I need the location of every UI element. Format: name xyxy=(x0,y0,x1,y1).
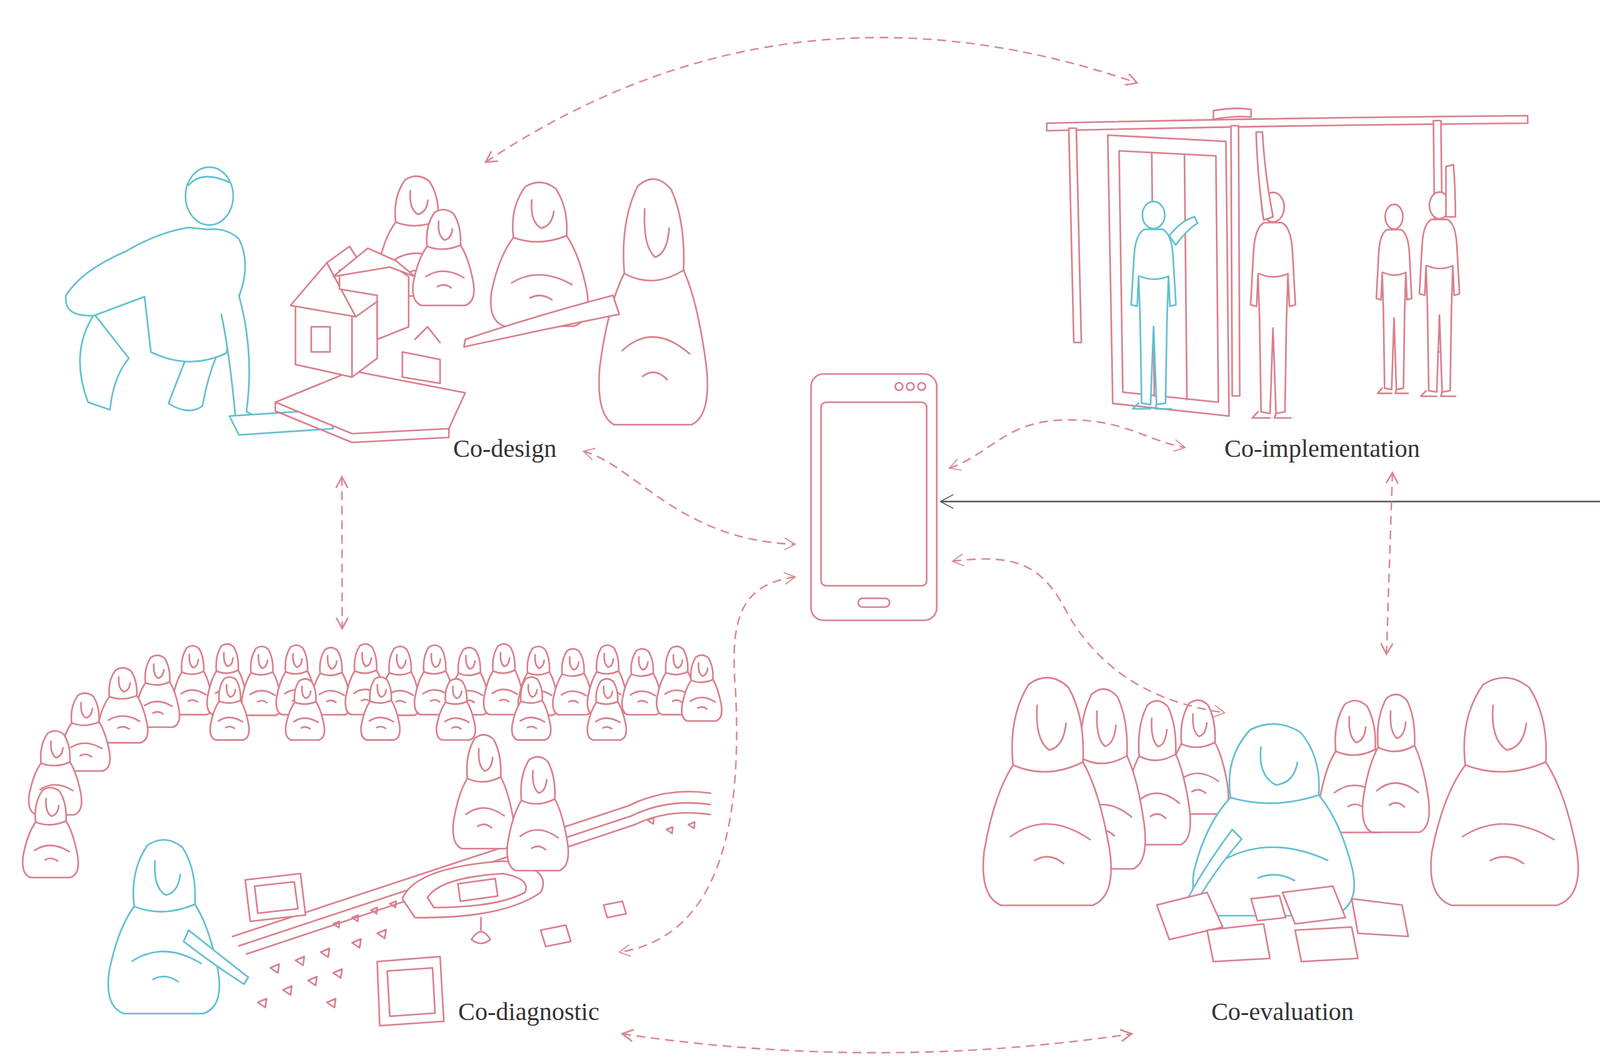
phone-part xyxy=(917,382,926,391)
co-implementation-scene-part xyxy=(1068,128,1082,343)
papers-part xyxy=(1251,895,1286,922)
house-model-part xyxy=(402,352,441,384)
co-implementation-scene-part xyxy=(1419,192,1460,397)
papers-part xyxy=(1351,899,1409,937)
co-design-scene-part xyxy=(463,295,620,348)
co-implementation-scene-part xyxy=(1107,135,1230,417)
co-implementation-scene-part xyxy=(1256,132,1274,221)
co-diagnostic-scene-part xyxy=(681,655,722,722)
scene-node: Co-evaluation xyxy=(969,663,1594,1032)
crouching-man-part xyxy=(66,227,246,363)
co-implementation-scene-part xyxy=(1230,125,1240,397)
ground-map-part xyxy=(540,901,627,947)
crouching-man-part xyxy=(188,176,230,186)
phone-links-part xyxy=(583,451,796,545)
co-diagnostic-scene-part xyxy=(507,756,569,871)
co-diagnostic-scene-part xyxy=(209,677,249,740)
co-implementation-scene-part xyxy=(1131,201,1176,410)
dashed-connector xyxy=(1386,472,1393,655)
co-design-scene-part xyxy=(413,209,475,306)
phone-links-part xyxy=(952,558,1225,713)
co-diagnostic-scene-part xyxy=(453,734,515,849)
papers-part xyxy=(1207,924,1270,962)
scene-node: Co-implementation xyxy=(1046,101,1526,464)
co-diagnostic-scene-part xyxy=(587,678,627,740)
co-diagnostic-scene-part xyxy=(97,668,148,744)
co-evaluation-scene-part xyxy=(1362,694,1429,833)
papers-part xyxy=(1282,886,1346,925)
co-design-scene-part xyxy=(491,182,589,327)
phone-links-part xyxy=(619,577,796,953)
ground-map-part xyxy=(427,873,527,908)
co-diagnostic-scene-part xyxy=(511,677,551,740)
phone-links-part xyxy=(940,501,1600,503)
house-model-part xyxy=(339,264,409,340)
co-implementation-scene-part xyxy=(1213,108,1252,120)
scene-label: Co-evaluation xyxy=(1207,997,1358,1027)
house-model-part xyxy=(414,326,441,343)
co-implementation-scene-part xyxy=(1376,204,1412,394)
ground-map-part xyxy=(471,917,491,944)
dashed-connector xyxy=(622,1034,1133,1054)
ground-map-part xyxy=(457,878,498,902)
phone-part xyxy=(895,382,903,391)
house-model-part xyxy=(333,248,415,277)
ground-map-part xyxy=(257,929,387,1008)
co-design-scene xyxy=(66,167,708,443)
ground-map-part xyxy=(254,882,298,914)
phone xyxy=(811,374,937,621)
co-implementation-scene-part xyxy=(1250,192,1296,419)
phone-part xyxy=(906,382,915,391)
phone-part xyxy=(821,402,927,586)
co-diagnostic-scene-part xyxy=(183,930,249,985)
house-model xyxy=(275,246,466,443)
house-model-part xyxy=(275,402,449,443)
papers xyxy=(1156,886,1409,962)
phone-links-part xyxy=(949,419,1186,469)
phone-part xyxy=(858,598,890,608)
ground-map-part xyxy=(387,968,436,1017)
dashed-connector xyxy=(341,477,344,629)
co-implementation-scene-part xyxy=(1445,164,1456,217)
ground-map-part xyxy=(245,873,306,922)
scene-label: Co-design xyxy=(449,434,561,464)
crouching-man-part xyxy=(185,167,234,226)
co-implementation-scene-part xyxy=(1169,216,1198,246)
scene-label: Co-diagnostic xyxy=(454,997,603,1027)
ground-map-part xyxy=(377,956,444,1027)
crouching-man-part xyxy=(79,314,129,410)
co-diagnostic-scene-part xyxy=(436,678,476,740)
house-model-part xyxy=(311,326,331,353)
papers-part xyxy=(1295,927,1358,962)
phone-part xyxy=(811,374,937,621)
scene-node: Co-design xyxy=(60,168,715,469)
co-diagnostic-scene xyxy=(22,644,722,1027)
scene-label: Co-implementation xyxy=(1220,434,1424,464)
co-diagnostic-scene-part xyxy=(108,839,220,1014)
scene-node: Co-diagnostic xyxy=(15,637,730,1032)
co-evaluation-scene xyxy=(983,677,1578,962)
co-evaluation-scene-part xyxy=(983,677,1111,906)
co-implementation-scene-part xyxy=(1046,115,1528,131)
co-implementation-scene xyxy=(1046,108,1528,419)
dashed-connector xyxy=(485,37,1137,163)
co-diagnostic-scene-part xyxy=(360,677,400,740)
phone-links xyxy=(583,419,1600,953)
co-diagnostic-scene-part xyxy=(285,678,325,740)
co-diagnostic-scene-part xyxy=(22,787,78,878)
co-evaluation-scene-part xyxy=(1430,677,1578,906)
crouching-man-part xyxy=(221,295,271,434)
